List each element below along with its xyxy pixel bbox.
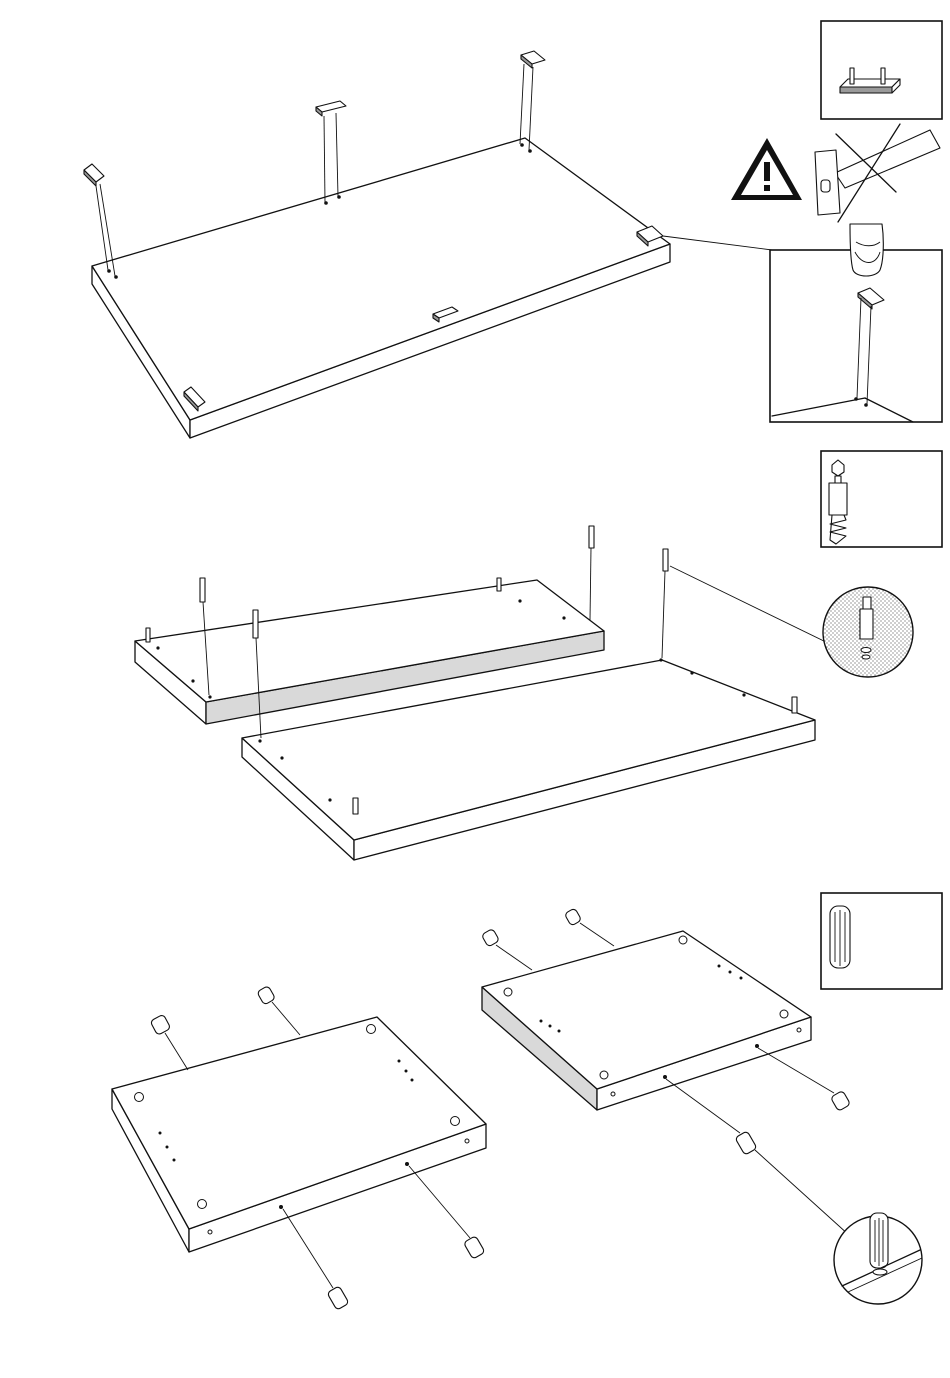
part-box-wooden-dowel	[821, 893, 942, 989]
zoom-circle-cam-bolt	[823, 587, 913, 677]
zoom-circle-dowel	[834, 1213, 922, 1304]
zoom-box-press-foot	[770, 224, 942, 422]
hammer-icon	[815, 130, 940, 215]
leader-line	[670, 566, 830, 644]
no-hammer-warning	[731, 124, 940, 222]
finger-icon	[850, 224, 883, 276]
part-box-cam-bolt	[821, 451, 942, 547]
step-3-board-left	[112, 1017, 486, 1252]
step-3-board-right	[482, 931, 811, 1110]
part-box-glide-foot	[821, 21, 942, 119]
step-1-panel	[84, 51, 772, 438]
leader-line	[663, 236, 772, 250]
